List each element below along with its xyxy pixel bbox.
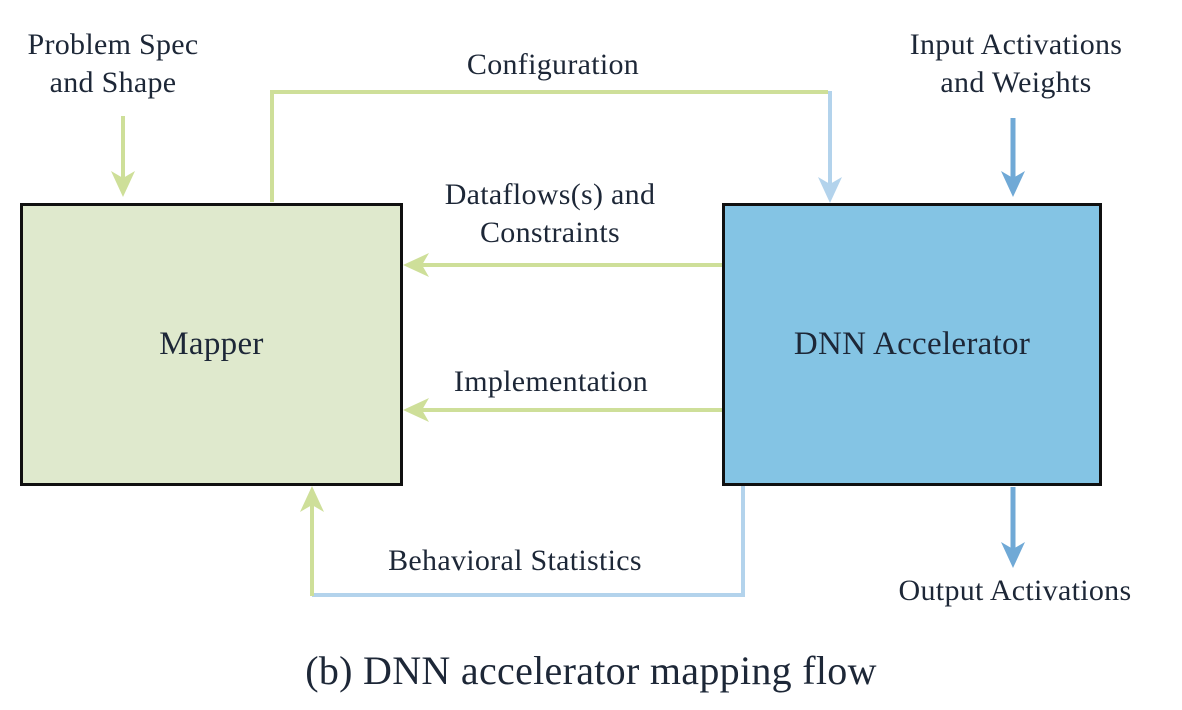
configuration-label: Configuration (466, 48, 640, 81)
output-activations-label: Output Activations (898, 574, 1132, 607)
configuration-line (270, 90, 828, 202)
figure-caption: (b) DNN accelerator mapping flow (305, 648, 877, 693)
behavioral-statistics-line (312, 486, 745, 597)
dataflows-constraints-label: Dataflows(s) and Constraints (444, 178, 656, 249)
implementation-label: Implementation (453, 365, 649, 398)
mapper-box (20, 203, 403, 486)
behavioral-statistics-label: Behavioral Statistics (388, 544, 642, 577)
problem-spec-label: Problem Spec and Shape (27, 28, 199, 99)
mapper-box-label: Mapper (159, 326, 264, 362)
dnn-accelerator-box-label: DNN Accelerator (793, 326, 1031, 362)
input-activations-label: Input Activations and Weights (909, 28, 1123, 99)
dnn-accelerator-box (722, 203, 1102, 486)
